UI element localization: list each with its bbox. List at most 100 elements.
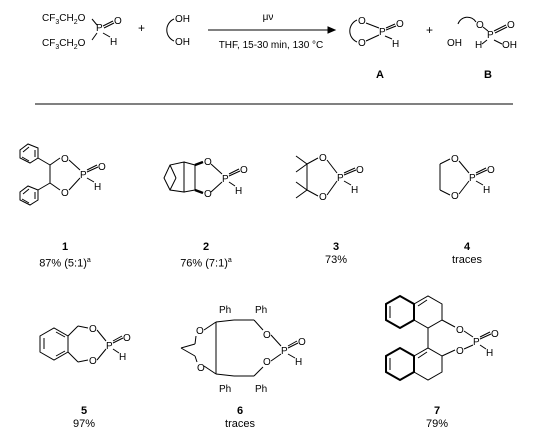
svg-text:O: O [263,330,271,341]
product-a-label: A [376,69,384,81]
svg-text:O: O [451,191,459,202]
compound-number: 5 [80,405,88,417]
compound-label-6: 6 traces [180,405,300,431]
compound-yield: 76% (7:1)a [180,257,232,270]
svg-text:P: P [222,174,229,185]
structure-compound-5: O O P O H [39,324,131,367]
compound-yield: 87% (5:1)a [39,257,91,270]
reaction-arrow [208,26,337,34]
svg-text:H: H [392,39,399,50]
svg-text:P: P [337,173,344,184]
structure-compound-6: O O Ph Ph Ph Ph O O P O H [180,305,306,395]
svg-text:O: O [491,329,499,340]
product-b-structure: OH O P O H OH [447,16,517,51]
svg-text:P: P [379,27,386,38]
svg-text:H: H [351,185,358,196]
structure-compound-1: O O P O H [19,143,106,206]
plus-sign: + [138,21,145,35]
svg-text:Ph: Ph [255,384,267,395]
svg-text:H: H [94,182,101,193]
svg-text:O: O [89,324,97,335]
svg-text:O: O [123,333,131,344]
svg-text:O: O [204,189,212,200]
svg-text:O: O [197,363,205,374]
svg-text:P: P [106,341,113,352]
svg-text:O: O [356,165,364,176]
reagent-phosphonate: CF3CH2O CF3CH2O P O H [42,13,122,51]
svg-text:O: O [61,188,69,199]
footnote-marker: a [86,257,91,264]
structure-compound-7: O O P O H [385,294,499,382]
structure-compound-4: O O P O H [439,154,495,202]
svg-text:O: O [298,337,306,348]
compound-number: 6 [236,405,244,417]
svg-text:P: P [487,30,494,41]
compound-label-1: 1 87% (5:1)a [5,241,125,271]
svg-text:OH: OH [175,37,190,48]
compound-number: 1 [61,241,69,253]
svg-text:O: O [114,16,122,27]
svg-text:CF3CH2O: CF3CH2O [42,38,86,51]
svg-text:O: O [196,326,204,337]
svg-text:O: O [507,20,515,31]
arrow-condition-top: μν [263,12,274,23]
compound-label-7: 7 79% [377,405,497,431]
structure-compound-3: O O P O H [295,153,364,203]
svg-text:Ph: Ph [219,384,231,395]
svg-text:O: O [358,38,366,49]
compound-label-2: 2 76% (7:1)a [146,241,266,271]
compound-yield: traces [452,254,482,266]
arrow-condition-bottom: THF, 15-30 min, 130 °C [219,40,324,51]
svg-text:O: O [358,16,366,27]
compound-number: 7 [433,405,441,417]
svg-text:O: O [263,357,271,368]
compound-number: 3 [332,241,340,253]
svg-text:O: O [456,325,464,336]
compound-label-3: 3 73% [276,241,396,267]
footnote-marker: a [227,257,232,264]
compound-number: 4 [463,241,471,253]
svg-text:H: H [486,348,493,359]
svg-text:O: O [487,165,495,176]
svg-text:O: O [204,157,212,168]
svg-text:O: O [476,20,484,31]
svg-text:O: O [319,192,327,203]
svg-text:OH: OH [502,40,517,51]
compound-label-5: 5 97% [24,405,144,431]
structure-compound-2: O O P O H [163,157,248,200]
compound-yield: 73% [324,254,348,266]
svg-text:H: H [483,185,490,196]
svg-text:O: O [319,153,327,164]
svg-text:O: O [396,19,404,30]
svg-text:P: P [473,337,480,348]
svg-text:H: H [295,357,302,368]
compound-number: 2 [202,241,210,253]
compound-yield: traces [225,418,255,430]
product-b-label: B [484,69,492,81]
svg-text:O: O [61,154,69,165]
product-a-structure: O O P O H [349,16,404,50]
svg-text:H: H [119,352,126,363]
svg-text:O: O [456,346,464,357]
svg-text:O: O [98,162,106,173]
svg-text:H: H [110,37,117,48]
svg-text:H: H [475,40,482,51]
svg-text:Ph: Ph [255,305,267,316]
compound-label-4: 4 traces [407,241,527,267]
svg-text:P: P [80,170,87,181]
svg-text:Ph: Ph [219,305,231,316]
svg-text:O: O [89,356,97,367]
svg-text:P: P [281,346,288,357]
svg-text:CF3CH2O: CF3CH2O [42,13,86,26]
compound-yield: 97% [72,418,96,430]
svg-text:OH: OH [175,14,190,25]
svg-text:OH: OH [447,38,462,49]
reagent-diol: OH OH [166,14,190,48]
svg-text:P: P [469,173,476,184]
plus-sign-2: + [426,23,433,37]
svg-text:P: P [96,23,103,34]
svg-text:O: O [451,154,459,165]
svg-text:O: O [240,165,248,176]
svg-text:H: H [235,186,242,197]
